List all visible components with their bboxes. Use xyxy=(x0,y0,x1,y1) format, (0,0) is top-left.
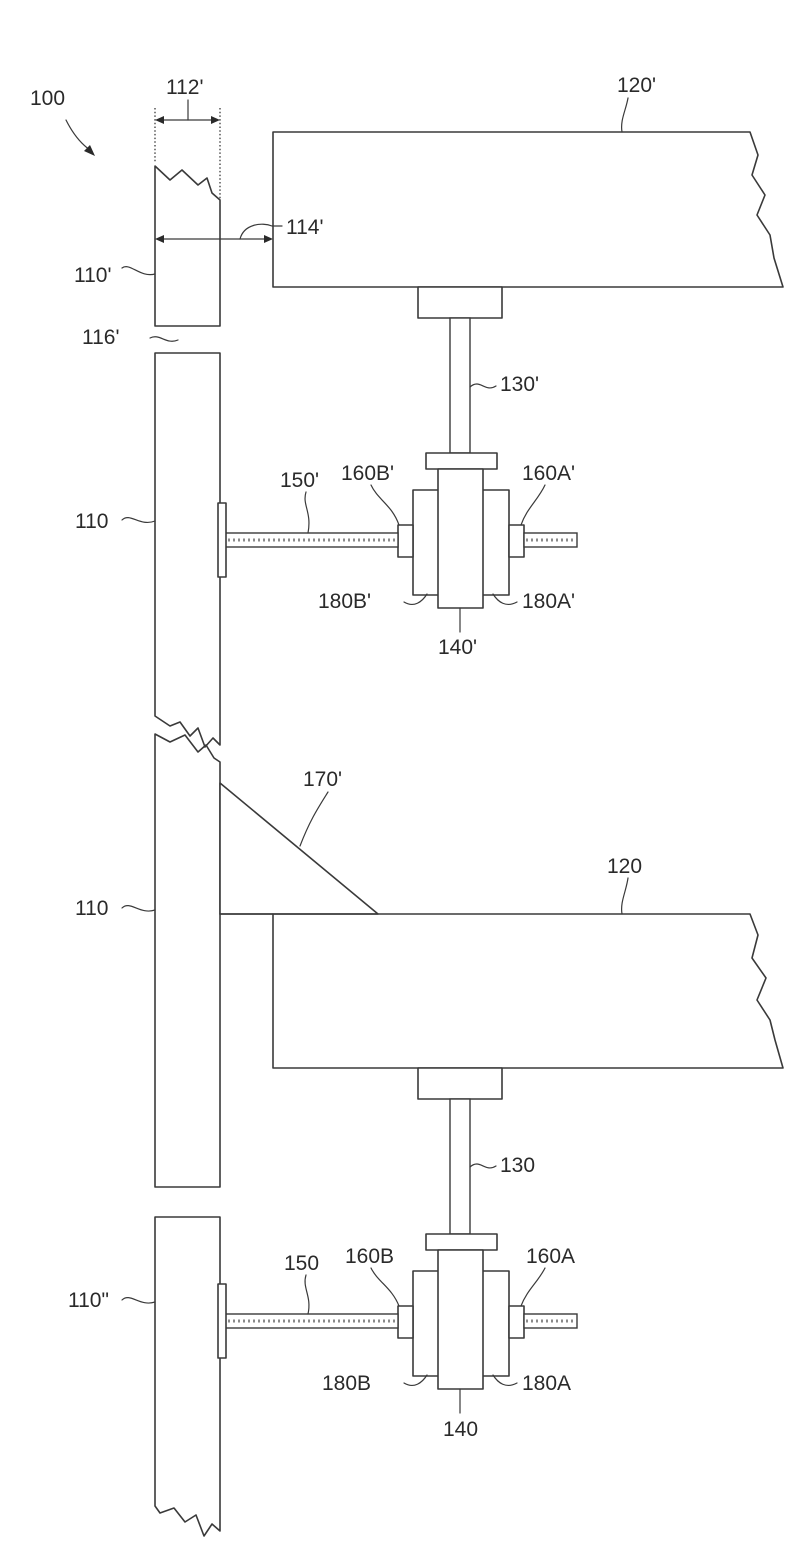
label-gap-114: 114' xyxy=(286,216,324,239)
label-wall-middle-lower-110: 110 xyxy=(75,897,108,920)
label-wall-upper-110: 110' xyxy=(74,264,112,287)
brace-upper xyxy=(219,782,379,915)
label-nut-a-upper-160: 160A' xyxy=(522,462,575,485)
label-brace-upper-170: 170' xyxy=(303,768,342,791)
dimension-114 xyxy=(155,223,283,243)
leader-lines xyxy=(65,97,629,1414)
label-nut-a-lower-160: 160A xyxy=(526,1245,575,1268)
slab-lower xyxy=(219,913,784,1069)
slab-upper xyxy=(272,131,784,288)
label-hanger-lower-130: 130 xyxy=(500,1154,535,1177)
label-slab-upper-120: 120' xyxy=(617,74,656,97)
wall-panel-middle-upper xyxy=(154,352,221,748)
label-rod-lower-150: 150 xyxy=(284,1252,319,1275)
label-nut-b-upper-160: 160B' xyxy=(341,462,394,485)
label-wall-middle-110: 110 xyxy=(75,510,108,533)
label-plate-a-lower-180: 180A xyxy=(522,1372,571,1395)
label-rod-upper-150: 150' xyxy=(280,469,319,492)
wall-panel-lower xyxy=(154,1216,221,1537)
wall-panel-upper xyxy=(154,165,221,327)
label-plate-b-lower-180: 180B xyxy=(322,1372,371,1395)
label-wall-lower-110: 110" xyxy=(68,1289,109,1312)
label-block-upper-140: 140' xyxy=(438,636,477,659)
label-wall-thickness-112: 112' xyxy=(166,76,204,99)
label-hanger-upper-130: 130' xyxy=(500,373,539,396)
label-block-lower-140: 140 xyxy=(443,1418,478,1441)
label-nut-b-lower-160: 160B xyxy=(345,1245,394,1268)
label-slab-lower-120: 120 xyxy=(607,855,642,878)
hanger-assembly-upper xyxy=(217,286,578,609)
dimension-112 xyxy=(154,99,221,200)
hanger-assembly-lower xyxy=(217,1067,578,1390)
label-wall-gap-116: 116' xyxy=(82,326,120,349)
label-plate-b-upper-180: 180B' xyxy=(318,590,371,613)
label-assembly-100: 100 xyxy=(30,87,65,110)
label-plate-a-upper-180: 180A' xyxy=(522,590,575,613)
wall-panel-middle-lower xyxy=(154,733,221,1188)
